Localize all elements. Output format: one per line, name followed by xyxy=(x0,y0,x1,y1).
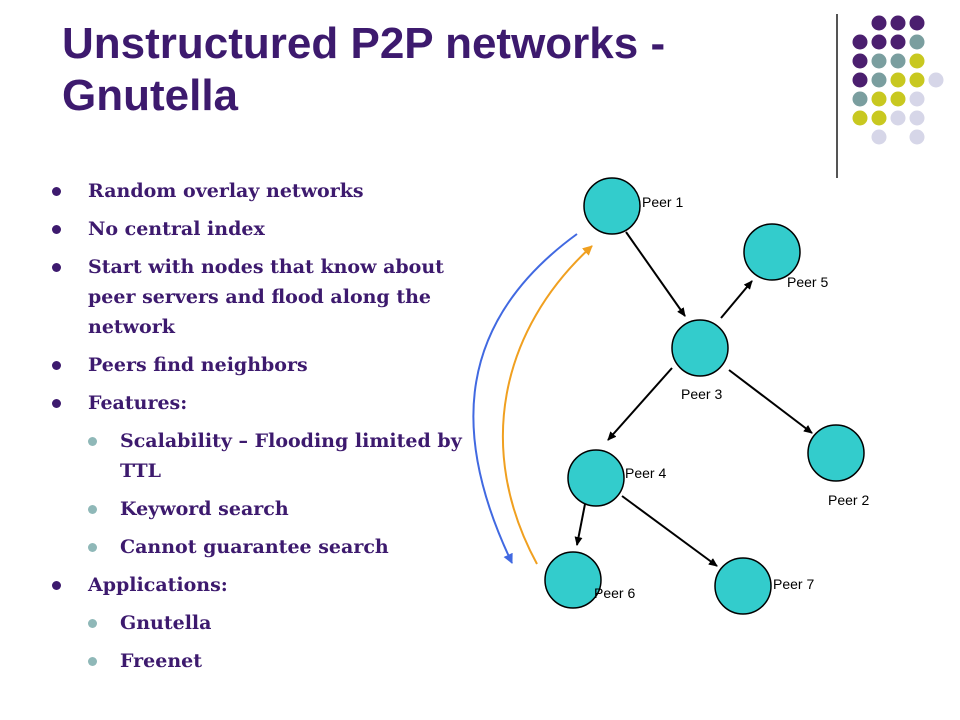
peer-node-p5 xyxy=(743,223,801,281)
bullet-item: Random overlay networks xyxy=(50,176,470,206)
bullet-item: Features: xyxy=(50,388,470,418)
decorative-dot xyxy=(890,72,906,88)
decorative-dot xyxy=(871,91,887,107)
decorative-dot xyxy=(909,15,925,31)
peer-node-p2 xyxy=(807,424,865,482)
peer-node-p3 xyxy=(671,319,729,377)
sub-bullet-item: Scalability – Flooding limited by TTL xyxy=(50,426,470,486)
sub-bullet-item: Freenet xyxy=(50,646,470,676)
peer-node-p1 xyxy=(583,177,641,235)
decorative-dot xyxy=(852,91,868,107)
peer-label-p2: Peer 2 xyxy=(828,492,869,508)
peer-node-p7 xyxy=(714,557,772,615)
bullet-item: Start with nodes that know about peer se… xyxy=(50,252,470,342)
decorative-dot xyxy=(871,129,887,145)
decorative-dot xyxy=(890,91,906,107)
decorative-dot xyxy=(890,110,906,126)
edge-arrow-p3-p5 xyxy=(720,280,753,319)
peer-label-p5: Peer 5 xyxy=(787,274,828,290)
peer-label-p7: Peer 7 xyxy=(773,576,814,592)
decorative-dot xyxy=(871,34,887,50)
sub-bullet-item: Gnutella xyxy=(50,608,470,638)
edge-arrow-p4-p6 xyxy=(574,503,586,546)
decorative-dot xyxy=(871,72,887,88)
decorative-dot xyxy=(871,110,887,126)
decorative-dot xyxy=(890,53,906,69)
bullet-item: Applications: xyxy=(50,570,470,600)
decorative-dot xyxy=(852,34,868,50)
bullet-item: No central index xyxy=(50,214,470,244)
decorative-dot xyxy=(909,129,925,145)
decorative-dot xyxy=(852,53,868,69)
edge-arrow-p3-p2 xyxy=(728,369,813,434)
decorative-dot xyxy=(909,110,925,126)
decorative-dot-grid xyxy=(852,15,944,145)
edge-arrow-p3-p4 xyxy=(607,367,673,441)
peer-label-p3: Peer 3 xyxy=(681,386,722,402)
decorative-dot xyxy=(890,15,906,31)
decorative-dot xyxy=(871,53,887,69)
sub-bullet-item: Keyword search xyxy=(50,494,470,524)
decorative-dot xyxy=(909,34,925,50)
edge-arrow-p1-p3 xyxy=(625,231,686,317)
decorative-divider-line xyxy=(836,14,838,178)
sub-bullet-item: Cannot guarantee search xyxy=(50,532,470,562)
bullet-item: Peers find neighbors xyxy=(50,350,470,380)
peer-label-p6: Peer 6 xyxy=(594,585,635,601)
decorative-dot xyxy=(852,72,868,88)
decorative-dot xyxy=(909,91,925,107)
peer-node-p6 xyxy=(544,551,602,609)
decorative-dot xyxy=(852,110,868,126)
peer-label-p4: Peer 4 xyxy=(625,465,666,481)
query-flood-arrow xyxy=(472,233,578,564)
decorative-dot xyxy=(909,53,925,69)
decorative-dot xyxy=(890,34,906,50)
decorative-dot xyxy=(909,72,925,88)
decorative-dot xyxy=(871,15,887,31)
slide-title: Unstructured P2P networks - Gnutella xyxy=(62,19,666,120)
edge-arrow-p4-p7 xyxy=(621,495,718,567)
peer-label-p1: Peer 1 xyxy=(642,194,683,210)
decorative-dot xyxy=(928,72,944,88)
response-path-arrow xyxy=(502,245,593,565)
peer-node-p4 xyxy=(567,449,625,507)
